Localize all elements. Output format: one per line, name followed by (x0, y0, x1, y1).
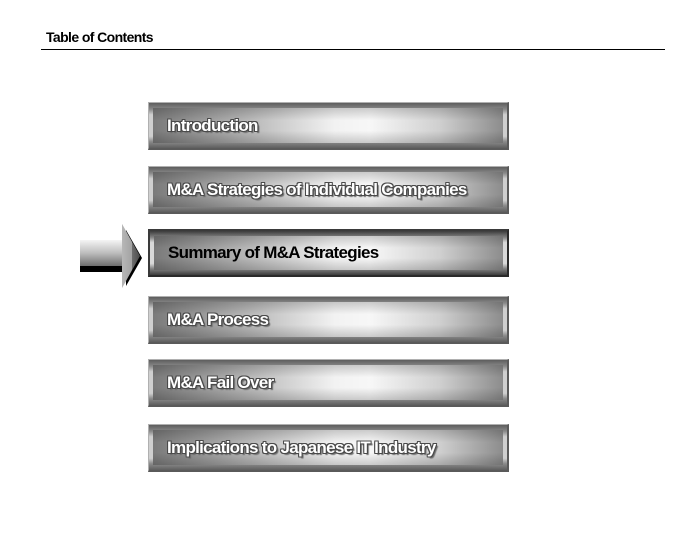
toc-item-face (153, 108, 503, 143)
toc-item-implications[interactable]: Implications to Japanese IT Industry (148, 424, 509, 472)
toc-item-face (153, 365, 503, 400)
toc-item-face (153, 302, 503, 337)
right-arrow-icon (80, 224, 142, 288)
toc-item-face (153, 172, 503, 207)
toc-item-label: M&A Fail Over (167, 372, 274, 392)
page-title: Table of Contents (46, 29, 154, 45)
toc-item-label: Summary of M&A Strategies (168, 243, 379, 262)
toc-item-process[interactable]: M&A Process (148, 296, 509, 344)
toc-item-label: Implications to Japanese IT Industry (167, 437, 436, 457)
toc-item-label: M&A Process (167, 309, 269, 329)
title-divider (41, 49, 665, 50)
toc-item-introduction[interactable]: Introduction (148, 102, 509, 150)
toc-item-face (154, 236, 503, 270)
toc-item-label: M&A Strategies of Individual Companies (167, 179, 467, 199)
toc-item-fail-over[interactable]: M&A Fail Over (148, 359, 509, 407)
toc-item-face (153, 430, 503, 465)
toc-item-individual-strategies[interactable]: M&A Strategies of Individual Companies (148, 166, 509, 214)
toc-item-label: Introduction (167, 115, 258, 135)
toc-item-summary-current[interactable]: Summary of M&A Strategies (148, 229, 509, 277)
